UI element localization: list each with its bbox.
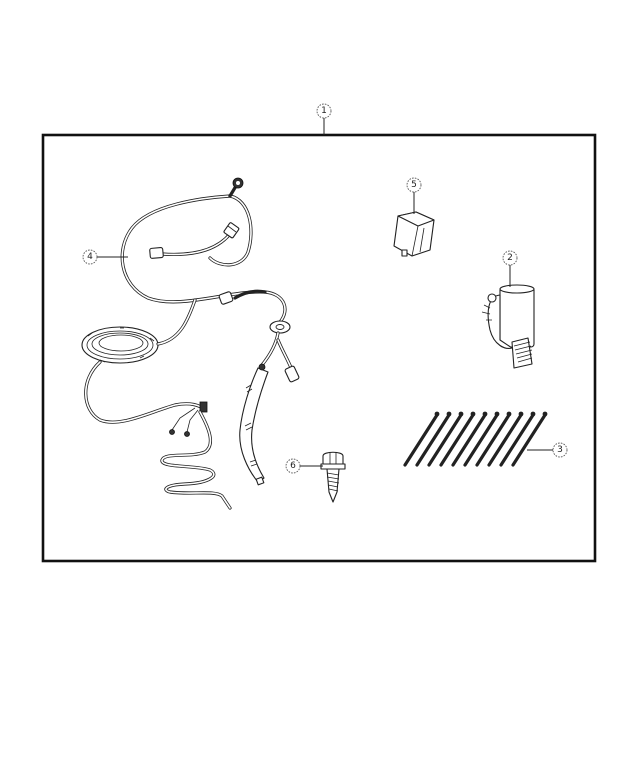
callout-6[interactable]: 6 — [285, 458, 323, 474]
callout-1-label: 1 — [321, 106, 327, 116]
callout-3-label: 3 — [557, 445, 563, 455]
screw[interactable] — [320, 451, 346, 503]
cable-ties[interactable] — [403, 411, 548, 467]
callout-4-label: 4 — [87, 252, 93, 262]
callout-2[interactable]: 2 — [502, 250, 518, 287]
callout-1[interactable]: 1 — [316, 103, 332, 135]
callout-5[interactable]: 5 — [406, 177, 422, 214]
relay-module[interactable] — [393, 211, 435, 257]
diagram-frame — [41, 133, 597, 563]
wiring-harness[interactable] — [81, 177, 300, 510]
callout-2-label: 2 — [507, 253, 513, 263]
callout-5-label: 5 — [411, 180, 417, 190]
trailer-connector-socket[interactable] — [481, 284, 535, 369]
callout-4[interactable]: 4 — [82, 249, 128, 265]
callout-6-label: 6 — [290, 461, 296, 471]
callout-3[interactable]: 3 — [527, 442, 568, 458]
